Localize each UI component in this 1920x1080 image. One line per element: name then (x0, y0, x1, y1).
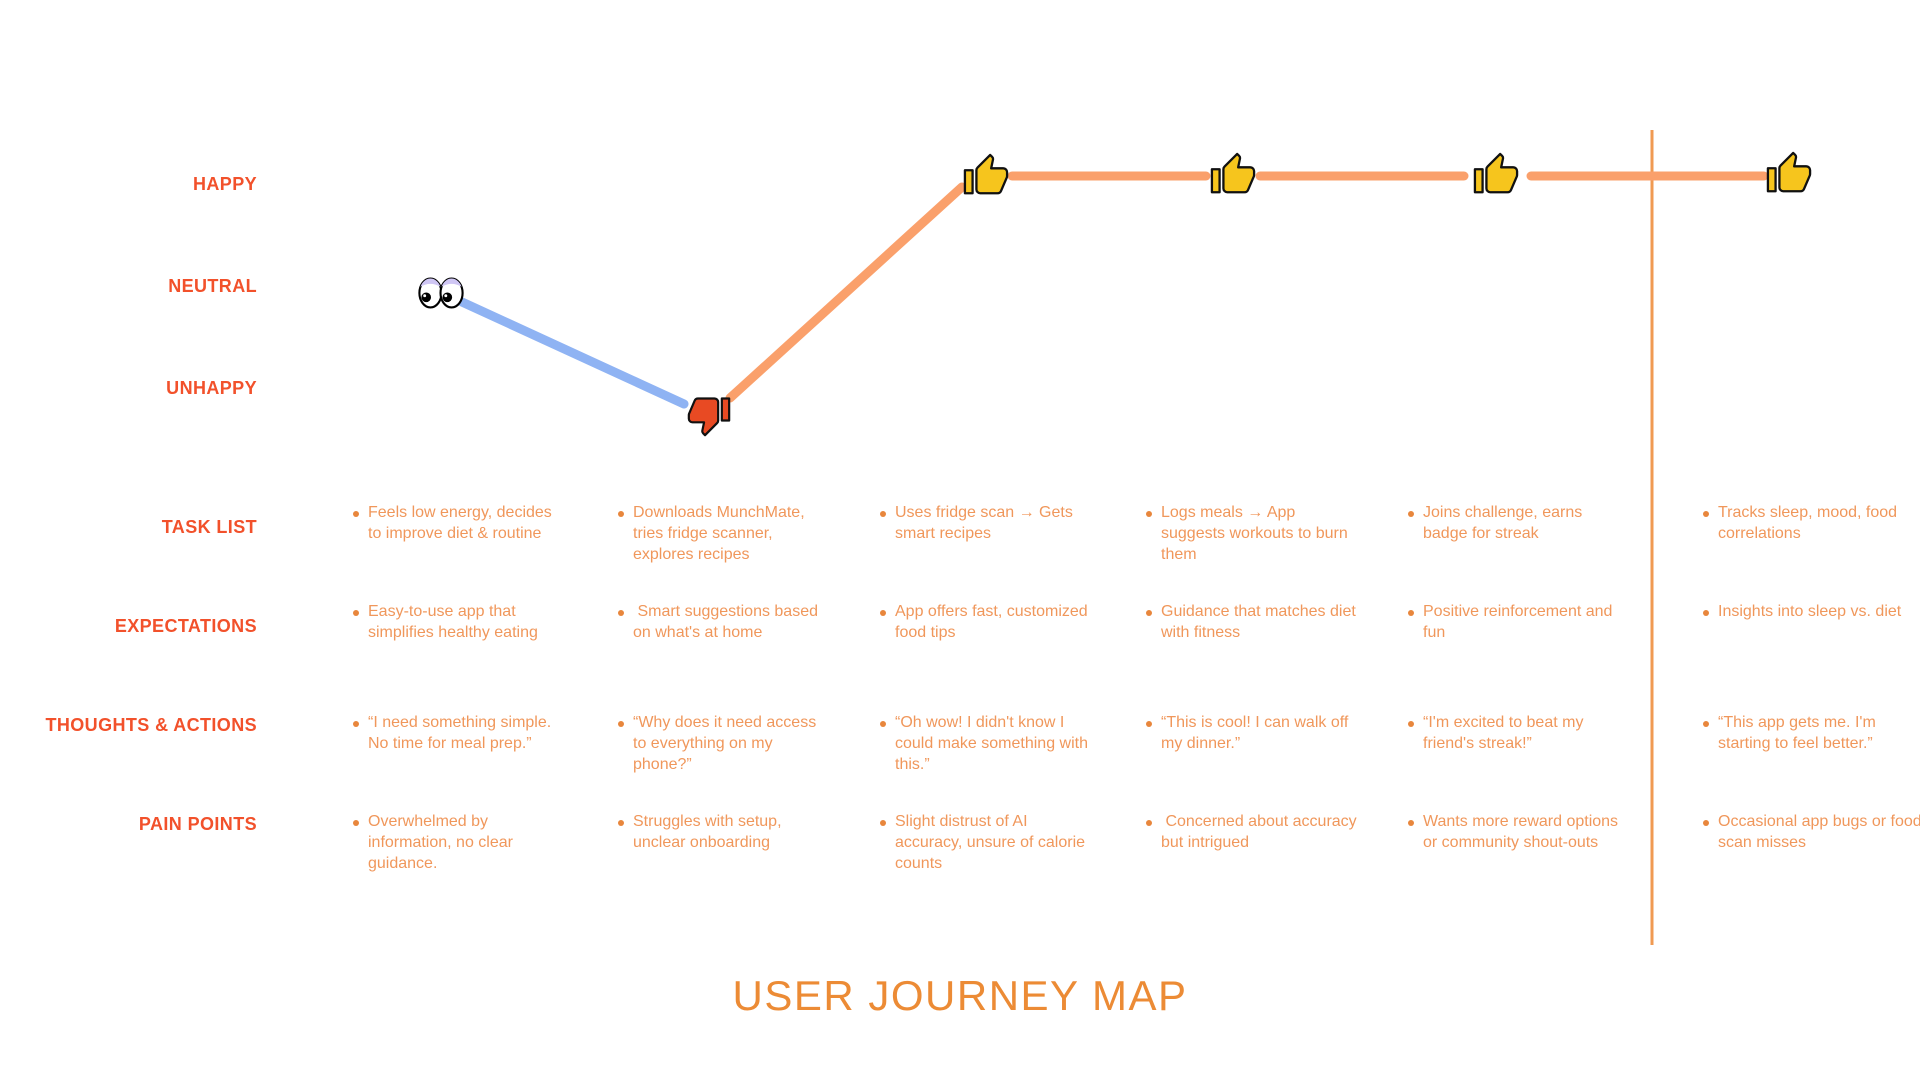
stage-5-pain: Wants more reward options or community s… (1408, 812, 1620, 854)
thumbs-up-icon (1473, 152, 1519, 194)
bullet-dot (1146, 610, 1152, 616)
stage-2-thought-text: “Why does it need access to everything o… (633, 714, 821, 773)
mood-label-happy: HAPPY (192, 174, 257, 194)
bullet-dot (1703, 610, 1709, 616)
stage-4-pain-text: Concerned about accuracy but intrigued (1161, 813, 1362, 851)
stage-1-pain: Overwhelmed by information, no clear gui… (353, 812, 565, 874)
stage-4-task-text: Logs meals → App suggests workouts to bu… (1161, 504, 1353, 563)
stage-5-pain-text: Wants more reward options or community s… (1423, 813, 1623, 851)
stage-1-thought-text: “I need something simple. No time for me… (368, 714, 556, 752)
stage-2-pain: Struggles with setup, unclear onboarding (618, 812, 830, 854)
stage-5-expectation-text: Positive reinforcement and fun (1423, 603, 1617, 641)
stage-6-task-text: Tracks sleep, mood, food correlations (1718, 504, 1902, 542)
journey-segment-down (457, 297, 689, 409)
row-label-thoughts-actions: THOUGHTS & ACTIONS (45, 715, 257, 735)
bullet-dot (1703, 820, 1709, 826)
bullet-dot (1408, 511, 1414, 517)
bullet-dot (880, 511, 886, 517)
stage-2-task-text: Downloads MunchMate, tries fridge scanne… (633, 504, 810, 563)
stage-6-expectation: Insights into sleep vs. diet (1703, 602, 1920, 623)
stage-1-expectation: Easy-to-use app that simplifies healthy … (353, 602, 565, 644)
bullet-dot (353, 820, 359, 826)
bullet-dot (880, 721, 886, 727)
stage-4-thought: “This is cool! I can walk off my dinner.… (1146, 713, 1358, 755)
thumbs-up-icon (1766, 151, 1812, 193)
stage-5-expectation: Positive reinforcement and fun (1408, 602, 1620, 644)
bullet-dot (880, 820, 886, 826)
stage-3-thought-text: “Oh wow! I didn't know I could make some… (895, 714, 1093, 773)
stage-1-pain-text: Overwhelmed by information, no clear gui… (368, 813, 518, 872)
bullet-dot (618, 721, 624, 727)
stage-6-expectation-text: Insights into sleep vs. diet (1718, 603, 1902, 620)
stage-4-thought-text: “This is cool! I can walk off my dinner.… (1161, 714, 1353, 752)
stage-4-expectation-text: Guidance that matches diet with fitness (1161, 603, 1361, 641)
bullet-dot (618, 820, 624, 826)
thumbs-up-icon (963, 153, 1009, 195)
bullet-dot (618, 511, 624, 517)
stage-4-expectation: Guidance that matches diet with fitness (1146, 602, 1358, 644)
stage-2-expectation-text: Smart suggestions based on what's at hom… (633, 603, 823, 641)
thumbs-down-icon (687, 397, 731, 437)
stage-4-pain: Concerned about accuracy but intrigued (1146, 812, 1358, 854)
bullet-dot (1703, 511, 1709, 517)
stage-3-expectation: App offers fast, customized food tips (880, 602, 1092, 644)
bullet-dot (1146, 820, 1152, 826)
stage-1-task: Feels low energy, decides to improve die… (353, 503, 565, 545)
bullet-dot (353, 610, 359, 616)
stage-2-expectation: Smart suggestions based on what's at hom… (618, 602, 830, 644)
stage-5-task-text: Joins challenge, earns badge for streak (1423, 504, 1587, 542)
stage-5-task: Joins challenge, earns badge for streak (1408, 503, 1620, 545)
stage-5-thought-text: “I'm excited to beat my friend's streak!… (1423, 714, 1588, 752)
stage-2-task: Downloads MunchMate, tries fridge scanne… (618, 503, 830, 565)
stage-6-thought: “This app gets me. I'm starting to feel … (1703, 713, 1920, 755)
mood-label-unhappy: UNHAPPY (166, 378, 257, 398)
journey-segment-up (725, 182, 967, 403)
thumbs-up-icon (1210, 152, 1256, 194)
bullet-dot (1146, 721, 1152, 727)
stage-6-thought-text: “This app gets me. I'm starting to feel … (1718, 714, 1881, 752)
row-label-task-list: TASK LIST (161, 517, 257, 537)
stage-2-thought: “Why does it need access to everything o… (618, 713, 830, 775)
row-label-expectations: EXPECTATIONS (114, 616, 257, 636)
stage-3-expectation-text: App offers fast, customized food tips (895, 603, 1093, 641)
stage-3-pain: Slight distrust of AI accuracy, unsure o… (880, 812, 1092, 874)
stage-3-task: Uses fridge scan → Gets smart recipes (880, 503, 1092, 545)
stage-1-thought: “I need something simple. No time for me… (353, 713, 565, 755)
bullet-dot (1703, 721, 1709, 727)
eyes-icon (418, 277, 464, 309)
stage-6-task: Tracks sleep, mood, food correlations (1703, 503, 1920, 545)
stage-3-thought: “Oh wow! I didn't know I could make some… (880, 713, 1092, 775)
stage-5-thought: “I'm excited to beat my friend's streak!… (1408, 713, 1620, 755)
row-label-pain-points: PAIN POINTS (138, 814, 257, 834)
stage-1-expectation-text: Easy-to-use app that simplifies healthy … (368, 603, 538, 641)
bullet-dot (1408, 820, 1414, 826)
stage-6-pain: Occasional app bugs or food scan misses (1703, 812, 1920, 854)
bullet-dot (1146, 511, 1152, 517)
bullet-dot (1408, 721, 1414, 727)
bullet-dot (353, 721, 359, 727)
bullet-dot (880, 610, 886, 616)
bullet-dot (618, 610, 624, 616)
stage-1-task-text: Feels low energy, decides to improve die… (368, 504, 557, 542)
bullet-dot (1408, 610, 1414, 616)
stage-2-pain-text: Struggles with setup, unclear onboarding (633, 813, 786, 851)
stage-3-task-text: Uses fridge scan → Gets smart recipes (895, 504, 1078, 542)
stage-3-pain-text: Slight distrust of AI accuracy, unsure o… (895, 813, 1090, 872)
mood-label-neutral: NEUTRAL (168, 276, 257, 296)
stage-6-pain-text: Occasional app bugs or food scan misses (1718, 813, 1920, 851)
stage-4-task: Logs meals → App suggests workouts to bu… (1146, 503, 1358, 565)
page-title: USER JOURNEY MAP (732, 972, 1188, 1019)
bullet-dot (353, 511, 359, 517)
